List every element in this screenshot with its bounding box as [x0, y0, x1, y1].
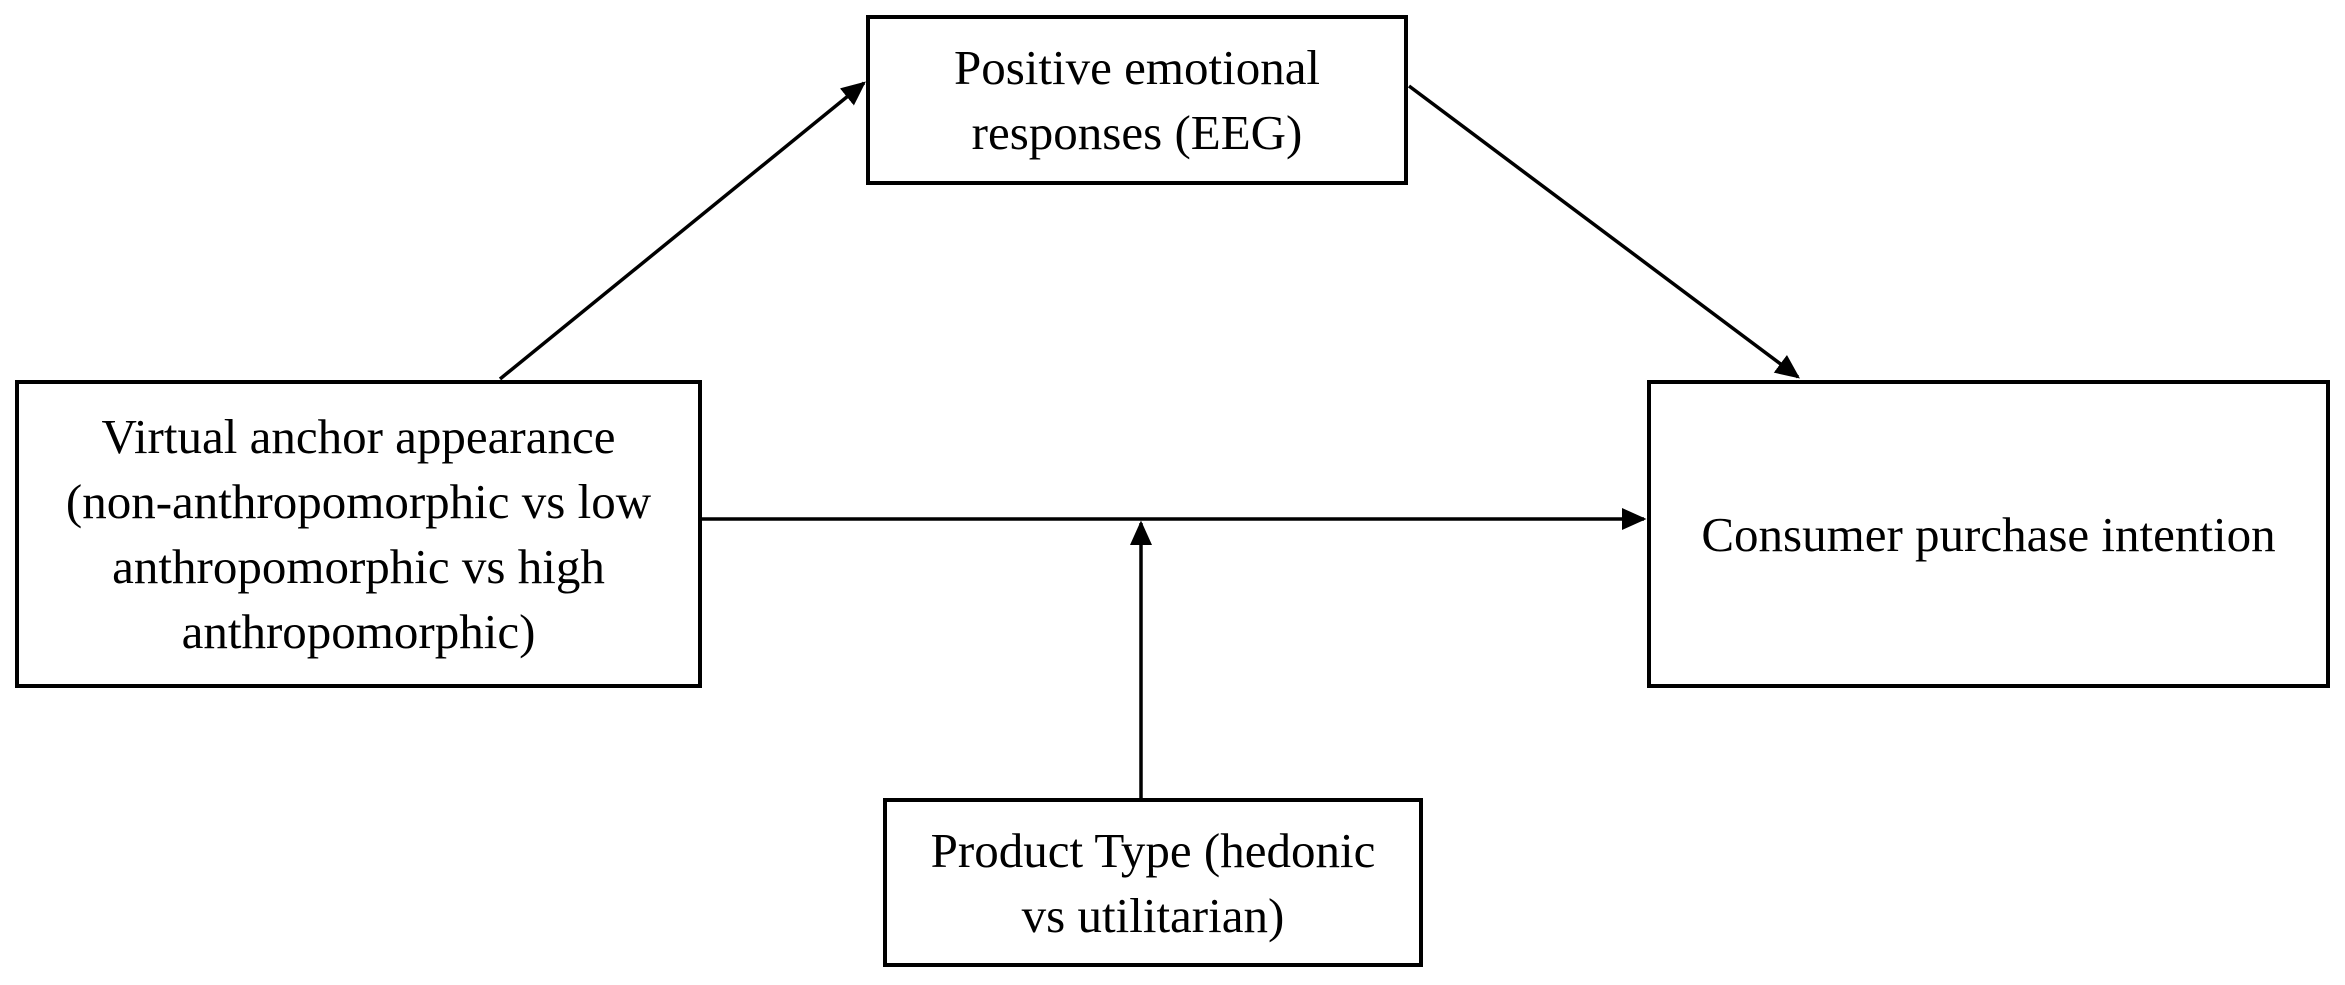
arrow-emotional-to-purchase: [1407, 84, 1800, 379]
node-label-line: Consumer purchase intention: [1701, 506, 2276, 562]
node-label-line: anthropomorphic vs high: [112, 539, 605, 594]
node-label-line: responses (EEG): [971, 105, 1303, 160]
node-label-line: Product Type (hedonic: [930, 822, 1376, 878]
node-label-line: (non-anthropomorphic vs low: [65, 474, 652, 529]
node-label-line: Positive emotional: [953, 40, 1321, 95]
node-label-line: Virtual anchor appearance: [101, 409, 616, 464]
node-label-line: vs utilitarian): [1021, 887, 1285, 943]
node-positive-emotional-responses: Positive emotional responses (EEG): [866, 15, 1408, 185]
node-virtual-anchor-appearance: Virtual anchor appearance (non-anthropom…: [15, 380, 702, 688]
arrow-anchor-to-emotional: [498, 81, 866, 381]
node-label-line: anthropomorphic): [181, 604, 536, 659]
node-product-type: Product Type (hedonic vs utilitarian): [883, 798, 1423, 967]
node-consumer-purchase-intention: Consumer purchase intention: [1647, 380, 2330, 688]
